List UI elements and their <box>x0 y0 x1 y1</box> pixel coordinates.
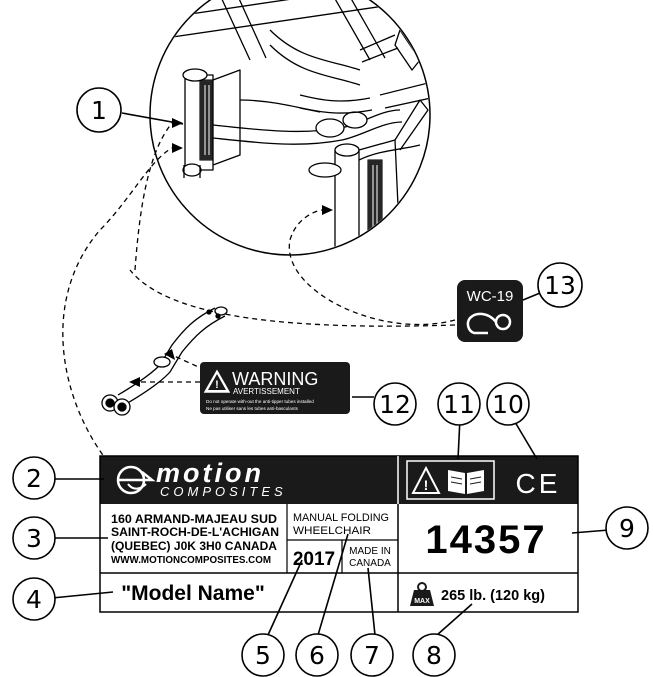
anti-tipper-tube <box>101 306 228 416</box>
max-weight: 265 lb. (120 kg) <box>441 588 545 604</box>
product-line-1: MANUAL FOLDING <box>293 512 389 524</box>
warning-line-fr: Ne pas utiliser sans les tubes anti-basc… <box>206 406 299 411</box>
warning-subtitle: AVERTISSEMENT <box>233 387 300 396</box>
address-line-4: WWW.MOTIONCOMPOSITES.COM <box>111 555 271 566</box>
callout-numbers: 1 2 3 4 5 6 7 8 9 10 11 12 13 <box>26 96 635 670</box>
model-name: "Model Name" <box>121 582 265 605</box>
warning-line-en: Do not operate with-out the anti-tipper … <box>206 399 314 404</box>
svg-text:!: ! <box>424 477 429 493</box>
callout-10: 10 <box>492 390 524 419</box>
product-label: motion COMPOSITES ! CE 160 ARMAND-MAJEAU… <box>99 455 579 613</box>
motion-logo-icon <box>116 465 156 495</box>
callout-12: 12 <box>379 390 411 419</box>
serial-number: 14357 <box>425 518 546 562</box>
made-in-line-2: CANADA <box>349 558 391 569</box>
warning-title: WARNING <box>232 369 318 389</box>
address-line-3: (QUEBEC) J0K 3H0 CANADA <box>111 541 277 553</box>
callout-11: 11 <box>443 390 475 419</box>
product-line-2: WHEELCHAIR <box>293 525 371 537</box>
callout-3: 3 <box>26 524 42 553</box>
callout-13: 13 <box>544 271 576 300</box>
address-line-2: SAINT-ROCH-DE-L'ACHIGAN <box>111 527 279 539</box>
callout-1: 1 <box>91 96 107 125</box>
wc19-text: WC-19 <box>467 288 514 305</box>
callout-8: 8 <box>426 641 442 670</box>
max-weight-icon: MAX <box>410 582 434 606</box>
callout-2: 2 <box>26 464 42 493</box>
wc19-sticker: WC-19 <box>457 280 523 342</box>
read-manual-icon: ! <box>406 460 495 500</box>
callout-6: 6 <box>309 641 325 670</box>
callout-4: 4 <box>26 585 42 614</box>
year: 2017 <box>293 549 335 570</box>
dashed-leaders <box>62 122 456 463</box>
made-in-line-1: MADE IN <box>349 546 391 557</box>
detail-circle <box>149 0 431 256</box>
callout-5: 5 <box>255 641 271 670</box>
warning-sticker: ! WARNING AVERTISSEMENT Do not operate w… <box>200 362 350 414</box>
max-weight-icon-text: MAX <box>414 598 430 605</box>
callout-leaders <box>51 112 610 636</box>
address-line-1: 160 ARMAND-MAJEAU SUD <box>111 514 277 526</box>
svg-text:!: ! <box>215 379 219 391</box>
callout-7: 7 <box>364 641 380 670</box>
brand-name: motion <box>156 458 264 488</box>
brand-sub: COMPOSITES <box>160 484 287 499</box>
callout-9: 9 <box>619 514 635 543</box>
ce-mark: CE <box>516 468 561 499</box>
callout-circles <box>12 87 649 677</box>
tie-down-hook-icon <box>466 312 512 335</box>
